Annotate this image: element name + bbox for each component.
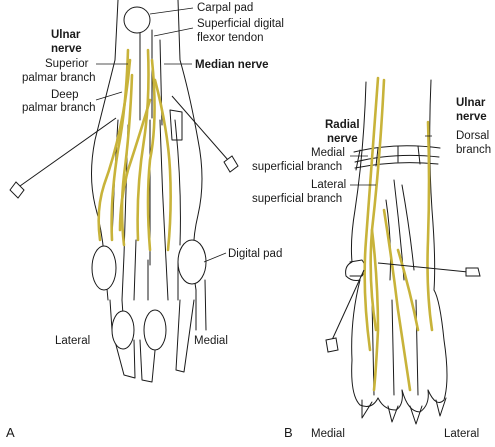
lateral-superficial-branch-label-2: superficial branch	[252, 193, 342, 205]
ulnar-nerve-a-label-2: nerve	[51, 43, 82, 55]
superficial-digital-flexor-tendon-label-1: Superficial digital	[197, 18, 284, 30]
carpal-pad-label: Carpal pad	[197, 2, 253, 14]
panel-b-paw-outline	[345, 79, 448, 425]
medial-superficial-branch-b	[370, 228, 380, 392]
dorsal-branch-label-2: branch	[456, 144, 491, 156]
ulnar-nerve-a-label-1: Ulnar	[51, 29, 81, 41]
medial-a-label: Medial	[194, 335, 228, 347]
digital-pad-a-4	[177, 239, 207, 285]
radial-nerve-b-1	[363, 76, 380, 352]
deep-palmar-branch-label-2: palmar branch	[22, 102, 96, 114]
radial-nerve-label-1: Radial	[325, 119, 360, 131]
panel-a-letter: A	[6, 425, 15, 440]
panel-a-paw-outline	[91, 0, 207, 383]
lateral-a-label: Lateral	[55, 335, 90, 347]
deep-palmar-branch-label-1: Deep	[51, 89, 79, 101]
panel-b-needles	[325, 262, 481, 353]
digital-pad-a-3	[143, 309, 167, 351]
deep-palmar-branch-a	[120, 73, 134, 247]
medial-superficial-branch-label-2: superficial branch	[252, 161, 342, 173]
superior-palmar-branch-label-2: palmar branch	[22, 72, 96, 84]
digital-pad-label: Digital pad	[228, 248, 282, 260]
carpal-pad-a	[123, 6, 151, 34]
ulnar-nerve-b-label-1: Ulnar	[456, 97, 486, 109]
ulnar-nerve-b-label-2: nerve	[456, 111, 487, 123]
radial-nerve-label-2: nerve	[327, 133, 358, 145]
superior-palmar-branch-a	[97, 58, 132, 242]
ulnar-dorsal-branch-b	[426, 120, 434, 332]
panel-b-leaders	[350, 135, 432, 186]
medial-b-label: Medial	[311, 428, 345, 440]
median-nerve-label: Median nerve	[195, 59, 269, 71]
lateral-superficial-branch-b	[382, 208, 412, 392]
superficial-digital-flexor-tendon-label-2: flexor tendon	[197, 32, 264, 44]
panel-a-needles	[9, 95, 239, 199]
panel-a: Carpal pad Superficial digital flexor te…	[6, 0, 284, 440]
dorsal-branch-label-1: Dorsal	[456, 130, 489, 142]
lateral-b-label: Lateral	[444, 428, 479, 440]
digital-pad-a-2	[111, 310, 135, 350]
panel-a-nerves	[97, 48, 172, 252]
median-nerve-a	[136, 48, 150, 242]
median-branch-a-2	[153, 78, 172, 252]
median-branch-a-1	[146, 58, 156, 252]
superior-palmar-branch-label-1: Superior	[45, 58, 89, 70]
panel-b: Radial nerve Medial superficial branch L…	[252, 76, 491, 440]
panel-b-letter: B	[284, 425, 293, 440]
median-branch-a-3	[118, 98, 152, 232]
panel-a-leaders	[95, 7, 227, 263]
panel-b-nerves	[363, 76, 434, 392]
medial-superficial-branch-label-1: Medial	[311, 147, 345, 159]
digital-pad-a-1	[91, 245, 117, 291]
lateral-superficial-branch-label-1: Lateral	[311, 179, 346, 191]
lateral-superficial-branch-b-2	[396, 248, 420, 332]
